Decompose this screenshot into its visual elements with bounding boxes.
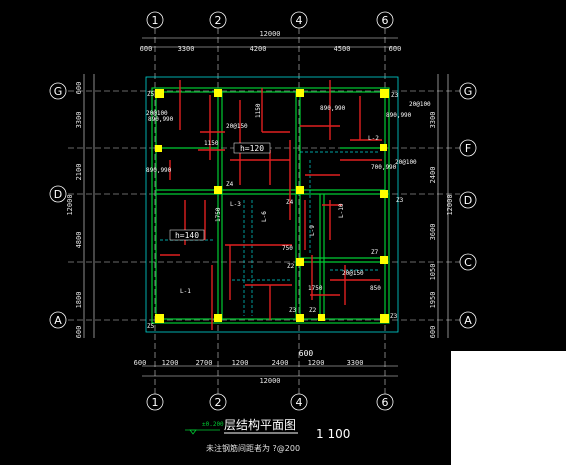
dim-bottom-total: 12000 [259,377,280,385]
rebar-label: 890,990 [386,112,412,119]
column-label: Z3 [396,197,404,204]
dim-top-3: 4500 [334,45,351,53]
rebar-label: 20@100 [146,110,168,117]
rebar-label: 1750 [308,285,323,292]
dim-right-1: 2400 [429,167,437,184]
dim-bottom-3: 1200 [232,359,249,367]
column-label: Z2 [309,307,317,314]
dim-left-1: 3300 [75,112,83,129]
beam-label: L-6 [261,211,268,222]
column-label: Z2 [287,263,295,270]
beam-label: L-1 [180,288,191,295]
dim-bottom-2: 2700 [196,359,213,367]
grid-label-bottom-1: 1 [152,396,159,409]
slab-label-h140: h=140 [175,231,199,240]
beam-label: L-3 [230,201,241,208]
dim-top-4: 600 [389,45,402,53]
dim-top-0: 600 [140,45,153,53]
column-label: Z5 [147,91,155,98]
grid-label-left-D: D [54,188,62,201]
grid-label-left-G: G [54,85,63,98]
white-overlay-box [451,351,566,465]
elevation-label: ±0.200 [202,421,224,428]
dim-right-3: 1050 [429,264,437,281]
grid-label-left-A: A [54,314,62,327]
rebar-label: 890,990 [148,116,174,123]
dim-right-2: 3600 [429,224,437,241]
slab-label-h120: h=120 [240,144,264,153]
rebar-label: 850 [370,285,381,292]
dim-top-total: 12000 [259,30,280,38]
dim-left-0: 600 [75,82,83,95]
grid-label-right-C: C [464,256,472,269]
grid-bubbles [49,11,477,411]
grid-label-right-D: D [464,194,472,207]
column-label: Z3 [289,307,297,314]
column-label: Z3 [390,313,398,320]
column-label: Z3 [391,92,399,99]
dim-right-4: 1950 [429,292,437,309]
grid-label-top-2: 2 [215,14,222,27]
rebar-label: 1750 [215,207,222,222]
column-label: Z4 [226,181,234,188]
drawing-note: 未注钢筋间距者为 ?@200 [206,443,300,453]
dim-right-total: 12000 [446,194,454,215]
grid-label-right-A: A [464,314,472,327]
rebar-label: 890,990 [146,167,172,174]
dim-left-5: 600 [75,326,83,339]
dim-left-total: 12000 [66,194,74,215]
slab-outline [145,76,399,333]
dim-right-5: 600 [429,326,437,339]
beam-label: L-2 [368,135,379,142]
dim-top-1: 3300 [178,45,195,53]
dim-right-0: 3300 [429,112,437,129]
columns [155,89,389,323]
grid-label-top-4: 4 [296,14,303,27]
rebar-label: 750 [282,245,293,252]
column-label: Z5 [147,323,155,330]
grid-label-top-1: 1 [152,14,159,27]
rebar-label: 890,990 [320,105,346,112]
column-label: Z4 [286,199,294,206]
grid-label-right-G: G [464,85,473,98]
grid-label-bottom-2: 2 [215,396,222,409]
dim-bottom-5: 1200 [308,359,325,367]
rebar-label: 20@150 [226,123,248,130]
rebar-label: 700,990 [371,164,397,171]
dim-lines [83,37,449,377]
dim-bottom-6: 3300 [347,359,364,367]
dim-bottom-mid: 600 [299,349,314,358]
grid-label-top-6: 6 [382,14,389,27]
rebar-label: 20@100 [409,101,431,108]
beam-label: L-9 [309,225,316,236]
rebar-label: 1150 [255,103,262,118]
dim-left-4: 1800 [75,292,83,309]
dim-bottom-4: 2400 [272,359,289,367]
rebar-label: 1150 [204,140,219,147]
dim-left-2: 2100 [75,164,83,181]
dim-left-3: 4800 [75,232,83,249]
column-label: Z7 [371,249,379,256]
drawing-scale: 1 100 [316,427,350,441]
rebar-label: 20@150 [342,270,364,277]
dim-top-2: 4200 [250,45,267,53]
grid-label-bottom-6: 6 [382,396,389,409]
dim-bottom-1: 1200 [162,359,179,367]
rebar-label: 20@100 [395,159,417,166]
drawing-title: 层结构平面图 [224,417,296,432]
dim-bottom-0: 600 [134,359,147,367]
grid-label-bottom-4: 4 [296,396,303,409]
rebar-lines [160,80,382,330]
secondary-beams [160,151,380,316]
beam-label: L-10 [338,203,345,218]
grid-label-right-F: F [465,142,471,155]
